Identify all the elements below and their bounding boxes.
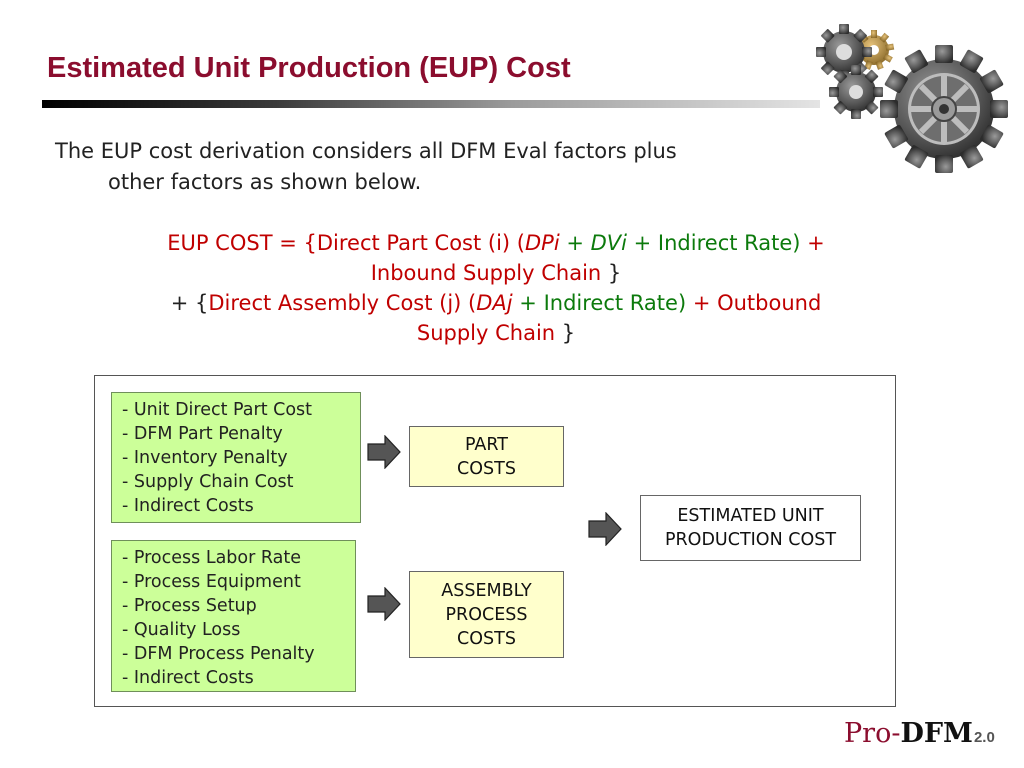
process-factor-item: - Process Labor Rate <box>122 548 301 568</box>
process-factors-box: - Process Labor Rate - Process Equipment… <box>111 540 356 692</box>
intro-line-1: The EUP cost derivation considers all DF… <box>55 139 677 163</box>
arrow-right-icon <box>367 587 401 621</box>
formula-line-2: Inbound Supply Chain } <box>40 258 952 288</box>
pro-dfm-logo: Pro-DFM2.0 <box>844 718 995 749</box>
formula-brace-close-1: } <box>601 261 622 285</box>
formula-brace-open-2: + { <box>170 291 209 315</box>
title-underline <box>42 100 820 108</box>
formula-direct-part-cost: Direct Part Cost (i) ( <box>316 231 525 255</box>
part-factor-item: - Supply Chain Cost <box>122 472 294 492</box>
formula-brace-close-2: } <box>555 321 576 345</box>
formula-inbound-supply-chain: Inbound Supply Chain <box>370 261 602 285</box>
process-factor-item: - Process Setup <box>122 596 257 616</box>
formula-indirect-rate-1: + Indirect Rate) <box>626 231 801 255</box>
intro-text: The EUP cost derivation considers all DF… <box>55 136 825 198</box>
part-factor-item: - Inventory Penalty <box>122 448 288 468</box>
arrow-right-icon <box>588 512 622 546</box>
assembly-process-costs-box: ASSEMBLY PROCESS COSTS <box>409 571 564 658</box>
formula-daj: DAj <box>476 291 513 315</box>
process-factor-item: - Process Equipment <box>122 572 301 592</box>
formula-line-4: Supply Chain } <box>40 318 952 348</box>
part-factors-box: - Unit Direct Part Cost - DFM Part Penal… <box>111 392 361 523</box>
part-factor-item: - Unit Direct Part Cost <box>122 400 313 420</box>
eup-cost-formula: EUP COST = {Direct Part Cost (i) (DPi + … <box>40 228 952 348</box>
gears-icon <box>816 24 1008 173</box>
formula-dvi: DVi <box>590 231 627 255</box>
formula-line-1: EUP COST = {Direct Part Cost (i) (DPi + … <box>40 228 952 258</box>
formula-outbound: + Outbound <box>686 291 822 315</box>
part-factor-item: - Indirect Costs <box>122 496 254 516</box>
part-costs-box: PART COSTS <box>409 426 564 487</box>
formula-line-3: + {Direct Assembly Cost (j) (DAj + Indir… <box>40 288 952 318</box>
logo-pro: Pro- <box>844 718 901 749</box>
process-factor-item: - DFM Process Penalty <box>122 644 315 664</box>
formula-eup-label: EUP COST = { <box>167 231 317 255</box>
process-factor-item: - Indirect Costs <box>122 668 254 688</box>
formula-plus-tail: + <box>800 231 825 255</box>
arrow-right-icon <box>367 435 401 469</box>
estimated-unit-production-cost-box: ESTIMATED UNIT PRODUCTION COST <box>640 495 861 561</box>
formula-supply-chain: Supply Chain <box>416 321 556 345</box>
formula-plus: + <box>559 231 591 255</box>
intro-line-2: other factors as shown below. <box>108 170 422 194</box>
part-factor-item: - DFM Part Penalty <box>122 424 283 444</box>
formula-direct-assembly-cost: Direct Assembly Cost (j) ( <box>208 291 477 315</box>
process-factor-item: - Quality Loss <box>122 620 241 640</box>
logo-version: 2.0 <box>973 729 995 746</box>
formula-dpi: DPi <box>524 231 560 255</box>
formula-indirect-rate-2: + Indirect Rate) <box>512 291 687 315</box>
logo-dfm: DFM <box>900 718 973 749</box>
slide-title: Estimated Unit Production (EUP) Cost <box>47 52 571 84</box>
